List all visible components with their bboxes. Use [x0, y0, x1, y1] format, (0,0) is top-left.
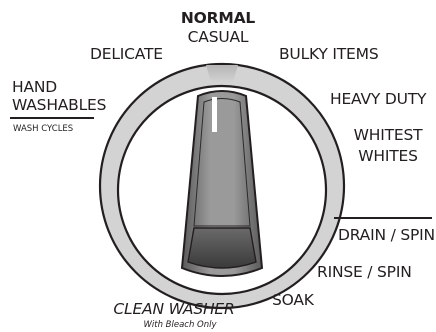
selected-position-highlight	[206, 65, 238, 82]
cycle-label-rinse-spin[interactable]: RINSE / SPIN	[317, 263, 412, 281]
cycle-label-whitest-whites-line1[interactable]: WHITEST	[354, 126, 423, 144]
wash-cycles-caption: WASH CYCLES	[13, 124, 73, 134]
cycle-label-hand-washables-line2[interactable]: WASHABLES	[12, 96, 106, 114]
cycle-label-heavy-duty[interactable]: HEAVY DUTY	[330, 90, 427, 108]
cycle-label-casual[interactable]: CASUAL	[188, 28, 249, 46]
cycle-label-drain-spin[interactable]: DRAIN / SPIN	[338, 226, 435, 244]
cycle-label-soak[interactable]: SOAK	[272, 291, 315, 309]
cycle-label-whitest-whites-line2[interactable]: WHITES	[358, 147, 417, 165]
clean-washer-note: With Bleach Only	[143, 320, 217, 330]
cycle-label-bulky-items[interactable]: BULKY ITEMS	[279, 45, 378, 63]
knob-pointer-indicator	[212, 97, 217, 132]
cycle-label-normal[interactable]: NORMAL	[181, 9, 256, 27]
cycle-label-clean-washer[interactable]: CLEAN WASHER	[113, 300, 234, 318]
cycle-label-delicate[interactable]: DELICATE	[90, 45, 163, 63]
cycle-label-hand-washables-line1[interactable]: HAND	[12, 78, 57, 96]
